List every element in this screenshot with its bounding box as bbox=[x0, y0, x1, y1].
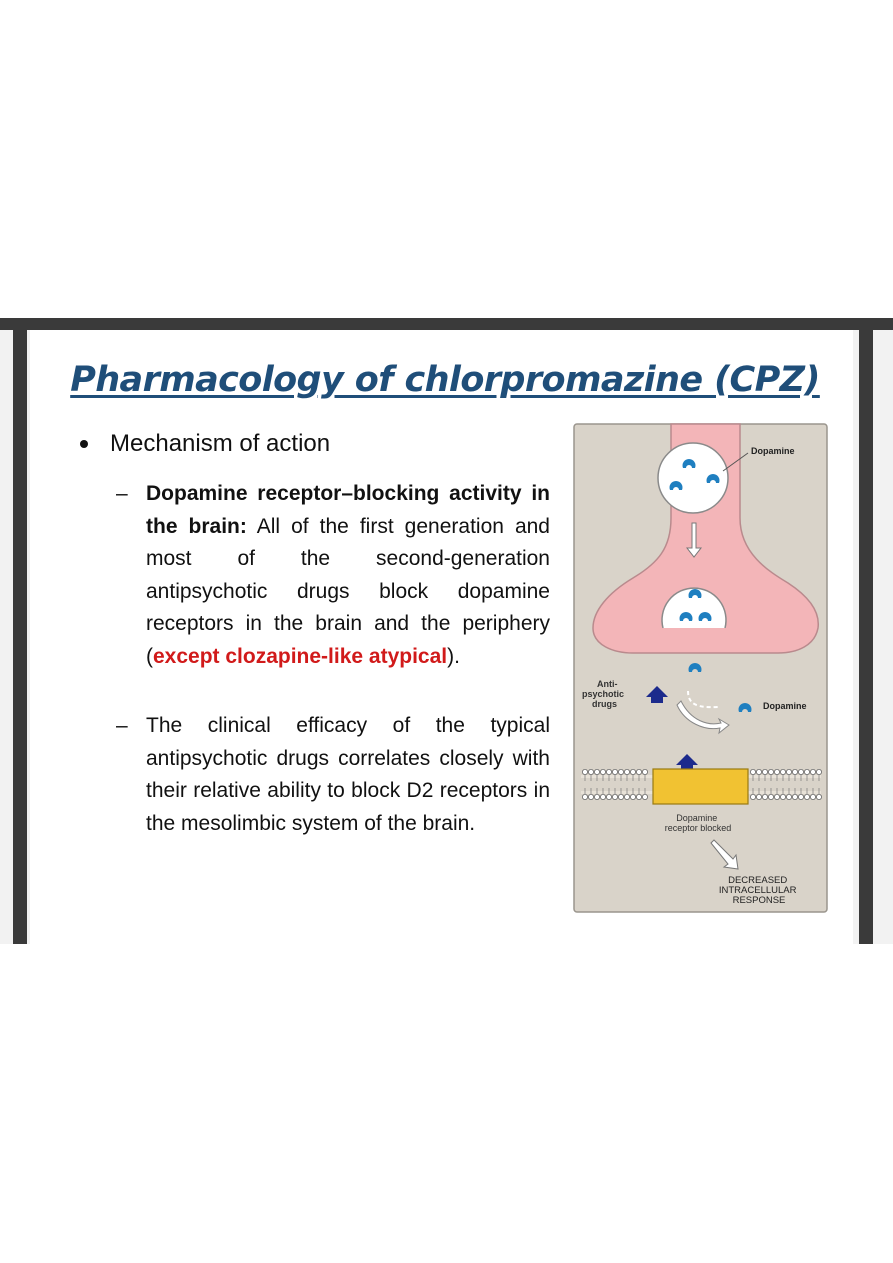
window-frame-right bbox=[853, 330, 893, 944]
lipid-head bbox=[593, 768, 600, 775]
lipid-head bbox=[767, 768, 774, 775]
lipid-head bbox=[630, 768, 637, 775]
lipid-head bbox=[779, 793, 786, 800]
binding-arrow bbox=[676, 700, 730, 735]
lipid-head bbox=[618, 768, 625, 775]
binding-path bbox=[687, 690, 719, 709]
lipid-head bbox=[624, 793, 631, 800]
lipid-head bbox=[815, 793, 822, 800]
lipid-head bbox=[785, 793, 792, 800]
bullet-text: Mechanism of action bbox=[110, 430, 331, 457]
lipid-head bbox=[587, 768, 594, 775]
lipid-head bbox=[636, 768, 643, 775]
lipid-head bbox=[761, 768, 768, 775]
point2-text: The clinical efficacy of the typical ant… bbox=[146, 714, 550, 835]
bullet-dot bbox=[80, 440, 88, 448]
lipid-head bbox=[803, 768, 810, 775]
label-receptor-blocked: Dopamine receptor blocked bbox=[665, 813, 732, 833]
lipid-head bbox=[630, 793, 637, 800]
lipid-head bbox=[749, 793, 756, 800]
lipid-head bbox=[624, 768, 631, 775]
point1-lead: Dopamine receptor–blocking activity in t… bbox=[146, 482, 550, 538]
slide: Pharmacology of chlorpromazine (CPZ) Mec… bbox=[30, 330, 853, 944]
lipid-head bbox=[642, 793, 649, 800]
lipid-head bbox=[773, 768, 780, 775]
lipid-head bbox=[581, 768, 588, 775]
response-arrow bbox=[710, 839, 739, 870]
window-frame-left bbox=[0, 330, 30, 944]
lipid-head bbox=[797, 768, 804, 775]
lipid-head bbox=[593, 793, 600, 800]
lipid-head bbox=[612, 768, 619, 775]
lipid-head bbox=[599, 768, 606, 775]
label-dopamine-top: Dopamine bbox=[751, 446, 795, 456]
lipid-head bbox=[587, 793, 594, 800]
lipid-head bbox=[599, 793, 606, 800]
lipid-head bbox=[581, 793, 588, 800]
window-frame-top bbox=[0, 318, 893, 330]
lipid-head bbox=[797, 793, 804, 800]
lipid-head bbox=[749, 768, 756, 775]
presynaptic-neuron bbox=[592, 423, 819, 654]
lipid-head bbox=[767, 793, 774, 800]
dopamine-receptor bbox=[652, 768, 749, 805]
lipid-head bbox=[761, 793, 768, 800]
point-clinical-efficacy: – The clinical efficacy of the typical a… bbox=[116, 710, 550, 840]
point-dopamine-blocking: – Dopamine receptor–blocking activity in… bbox=[116, 478, 550, 673]
dash-marker: – bbox=[116, 714, 128, 737]
bullet-mechanism: Mechanism of action bbox=[80, 430, 330, 458]
lipid-head bbox=[815, 768, 822, 775]
leader-line bbox=[722, 452, 749, 472]
point1-highlight: except clozapine-like atypical bbox=[153, 644, 448, 668]
lipid-head bbox=[642, 768, 649, 775]
lipid-head bbox=[606, 793, 613, 800]
release-arrow bbox=[685, 522, 703, 558]
lipid-head bbox=[791, 793, 798, 800]
point1-body: All of the first generation and most of … bbox=[146, 514, 550, 668]
point1-tail: ). bbox=[447, 644, 460, 668]
lipid-head bbox=[773, 793, 780, 800]
label-dopamine-right: Dopamine bbox=[763, 701, 807, 711]
lipid-head bbox=[755, 793, 762, 800]
lipid-head bbox=[755, 768, 762, 775]
lipid-head bbox=[809, 768, 816, 775]
lipid-head bbox=[636, 793, 643, 800]
lipid-head bbox=[606, 768, 613, 775]
lipid-heads bbox=[581, 768, 822, 800]
dash-marker: – bbox=[116, 482, 128, 505]
lipid-head bbox=[612, 793, 619, 800]
lipid-head bbox=[791, 768, 798, 775]
synapse-diagram: Dopamine Anti- psychotic drugs Dopamine bbox=[573, 423, 828, 913]
lipid-head bbox=[785, 768, 792, 775]
label-antipsychotic: Anti- psychotic drugs bbox=[582, 679, 627, 709]
lipid-head bbox=[803, 793, 810, 800]
slide-title: Pharmacology of chlorpromazine (CPZ) bbox=[70, 360, 820, 400]
lipid-head bbox=[618, 793, 625, 800]
label-decreased-response: DECREASED INTRACELLULAR RESPONSE bbox=[719, 875, 799, 906]
lipid-head bbox=[809, 793, 816, 800]
vesicle-top bbox=[657, 442, 729, 514]
lipid-head bbox=[779, 768, 786, 775]
